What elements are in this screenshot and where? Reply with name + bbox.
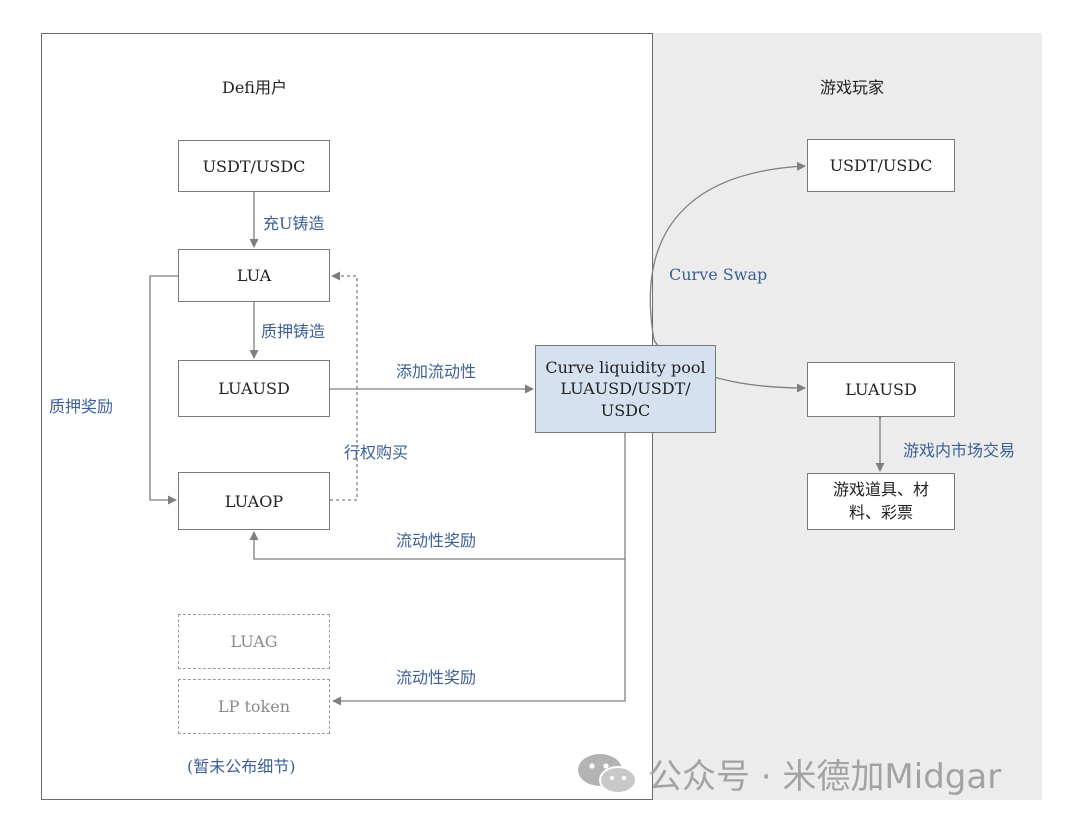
- luausd-box-left: LUAUSD: [178, 360, 330, 417]
- game-items-box: 游戏道具、材 料、彩票: [807, 473, 955, 530]
- stake-reward-label: 质押奖励: [49, 397, 114, 416]
- arrow-exercise-buy: [330, 271, 358, 501]
- lp-token-box: LP token: [178, 679, 330, 734]
- arrow-curve-swap-up: [649, 161, 806, 341]
- watermark-text: 公众号 · 米德加Midgar: [648, 757, 1002, 797]
- luausd-box-right: LUAUSD: [807, 362, 955, 417]
- arrow-stake-reward: [149, 275, 178, 505]
- game-items-line-2: 料、彩票: [848, 502, 913, 522]
- details-pending-note: (暂未公布细节): [187, 757, 296, 776]
- usdt-usdc-box-right: USDT/USDC: [807, 139, 955, 192]
- luaop-box: LUAOP: [178, 472, 330, 530]
- arrow-liquidity-reward-2: [332, 559, 626, 706]
- charge-mint-label: 充U铸造: [263, 214, 325, 233]
- arrow-liquidity-reward-1: [249, 433, 626, 560]
- add-liquidity-label: 添加流动性: [396, 362, 477, 381]
- pool-line-3: USDC: [600, 400, 651, 420]
- lua-box: LUA: [178, 249, 330, 302]
- curve-liquidity-pool-box: Curve liquidity pool LUAUSD/USDT/ USDC: [535, 345, 716, 433]
- game-items-line-1: 游戏道具、材: [832, 480, 929, 500]
- liquidity-reward-label-2: 流动性奖励: [396, 668, 477, 687]
- watermark: 公众号 · 米德加Midgar: [576, 749, 1001, 798]
- defi-user-heading: Defi用户: [222, 78, 287, 97]
- luag-box: LUAG: [178, 614, 330, 669]
- exercise-buy-label: 行权购买: [344, 443, 409, 462]
- liquidity-reward-label-1: 流动性奖励: [396, 531, 477, 550]
- curve-swap-label: Curve Swap: [669, 265, 768, 284]
- wechat-logo-icon: [578, 753, 637, 794]
- market-trade-label: 游戏内市场交易: [903, 441, 1016, 460]
- stake-mint-label: 质押铸造: [261, 322, 326, 341]
- pool-line-2: LUAUSD/USDT/: [560, 379, 691, 399]
- usdt-usdc-box-left: USDT/USDC: [178, 140, 330, 192]
- pool-line-1: Curve liquidity pool: [545, 357, 706, 377]
- game-player-heading: 游戏玩家: [820, 78, 885, 97]
